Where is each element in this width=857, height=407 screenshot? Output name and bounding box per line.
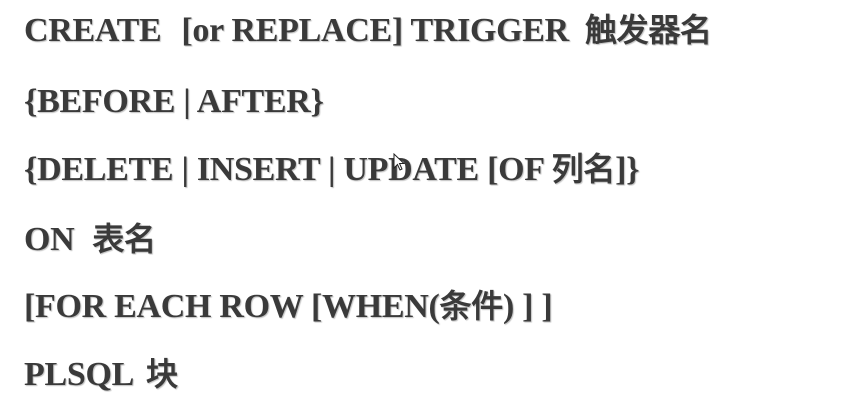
events-clause: {DELETE | INSERT | UPDATE [OF [24, 151, 552, 188]
keyword-or-replace-trigger: [or REPLACE] TRIGGER [181, 12, 569, 49]
condition-placeholder: 条件 [439, 287, 504, 325]
syntax-line-on: ON 表名 [24, 223, 156, 257]
keyword-on: ON [24, 221, 75, 258]
table-name-placeholder: 表名 [92, 220, 156, 258]
keyword-plsql: PLSQL [24, 356, 134, 393]
block-label: 块 [145, 355, 178, 393]
for-each-row-clause: [FOR EACH ROW [WHEN( [24, 288, 440, 325]
timing-clause: {BEFORE | AFTER} [24, 83, 324, 120]
trigger-name-placeholder: 触发器名 [584, 11, 712, 49]
events-clause-close: ]} [615, 151, 640, 188]
mouse-pointer-icon [393, 153, 405, 171]
keyword-create: CREATE [24, 12, 162, 49]
column-name-placeholder: 列名 [551, 150, 616, 188]
syntax-line-timing: {BEFORE | AFTER} [24, 85, 324, 119]
syntax-line-for-each: [FOR EACH ROW [WHEN(条件) ] ] [24, 287, 553, 325]
syntax-line-events: {DELETE | INSERT | UPDATE [OF 列名]} [24, 153, 639, 187]
syntax-line-plsql: PLSQL 块 [24, 358, 178, 392]
syntax-line-create: CREATE [or REPLACE] TRIGGER 触发器名 [24, 14, 712, 48]
for-each-row-close: ) ] ] [502, 288, 553, 325]
